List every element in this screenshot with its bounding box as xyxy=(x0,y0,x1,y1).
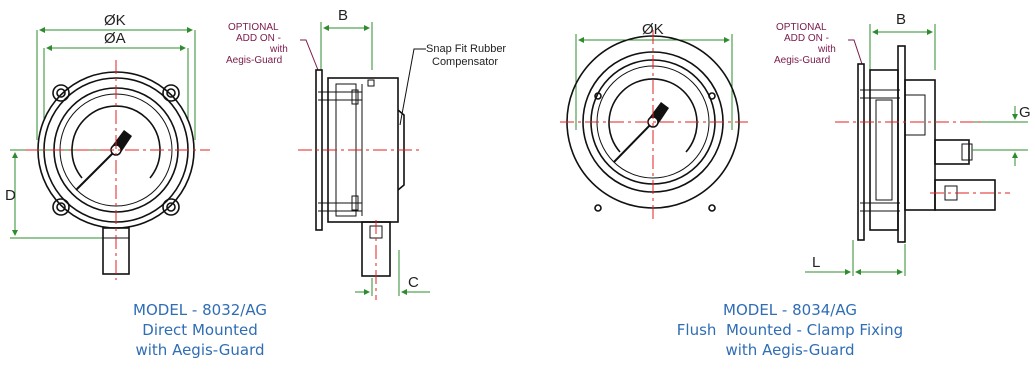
right-optional-line1: OPTIONAL xyxy=(776,22,827,33)
left-gauge-front-view: ØK ØA D xyxy=(5,12,210,280)
left-optional-line1: OPTIONAL xyxy=(228,22,279,33)
left-model-mounting: Direct Mounted xyxy=(142,321,258,339)
right-gauge-side-view: B OPTIONAL ADD ON - with Aegis-Guard G xyxy=(774,11,1031,276)
right-dim-g-label: G xyxy=(1019,104,1031,121)
right-optional-line4: Aegis-Guard xyxy=(774,55,830,66)
snap-fit-line2: Compensator xyxy=(432,56,498,68)
left-dim-a-label: ØA xyxy=(104,30,126,47)
right-dim-l-label: L xyxy=(812,254,820,271)
left-optional-line2: ADD ON - xyxy=(236,33,281,44)
right-optional-line2: ADD ON - xyxy=(784,33,829,44)
left-model-caption: MODEL - 8032/AG Direct Mounted with Aegi… xyxy=(130,300,270,360)
right-model-mounting: Flush Mounted - Clamp Fixing xyxy=(676,321,904,339)
left-model-number: MODEL - 8032/AG xyxy=(133,301,267,319)
left-dim-c-label: C xyxy=(408,274,419,291)
snap-fit-line1: Snap Fit Rubber xyxy=(426,43,506,55)
left-gauge-side-view: B OPTIONAL ADD ON - with Aegis-Guard Sna… xyxy=(226,7,506,300)
left-model-option: with Aegis-Guard xyxy=(135,341,265,359)
right-dim-k-label: ØK xyxy=(642,21,664,38)
left-dim-d-label: D xyxy=(5,187,16,204)
left-optional-line3: with xyxy=(269,44,288,55)
right-optional-line3: with xyxy=(817,44,836,55)
right-gauge-front-view: ØK xyxy=(560,21,748,220)
right-model-number: MODEL - 8034/AG xyxy=(723,301,857,319)
left-dim-b-label: B xyxy=(338,7,348,24)
left-optional-line4: Aegis-Guard xyxy=(226,55,282,66)
left-dim-k-label: ØK xyxy=(104,12,126,29)
right-model-caption: MODEL - 8034/AG Flush Mounted - Clamp Fi… xyxy=(640,300,940,360)
right-dim-b-label: B xyxy=(896,11,906,28)
right-model-option: with Aegis-Guard xyxy=(725,341,855,359)
